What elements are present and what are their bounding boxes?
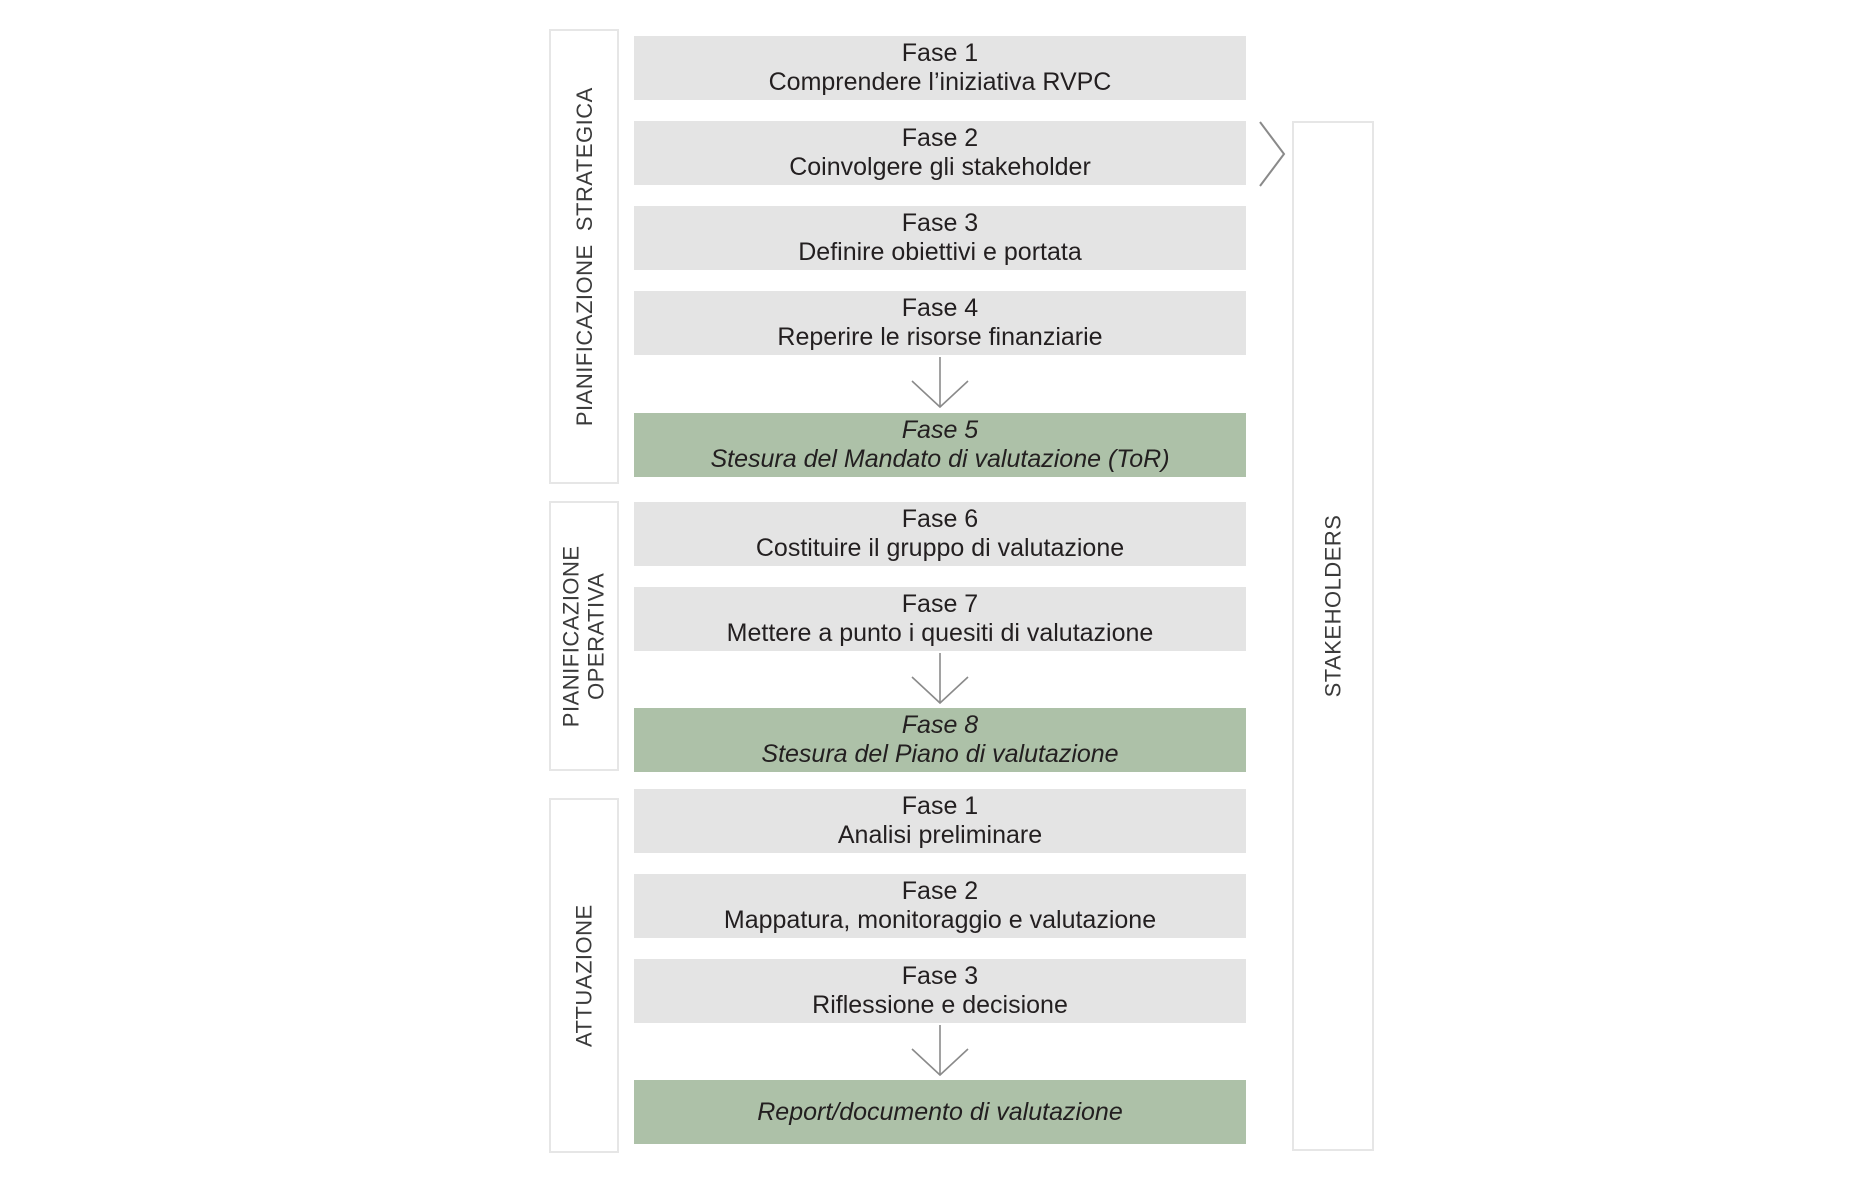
phase-title: Fase 2 (901, 877, 979, 905)
phase-description: Mettere a punto i quesiti di valutazione (726, 619, 1154, 647)
section-label-text: PIANIFICAZIONE OPERATIVA (558, 545, 610, 727)
section-label-attuazione: ATTUAZIONE (549, 798, 619, 1153)
phase-description: Reperire le risorse finanziarie (777, 323, 1103, 351)
down-arrow-icon-attuazione (900, 1025, 980, 1080)
phase-box-fase-1-strategica[interactable]: Fase 1 Comprendere l’iniziativa RVPC (634, 36, 1246, 100)
phase-title: Fase 4 (901, 294, 979, 322)
phase-title: Fase 2 (901, 124, 979, 152)
phase-description: Stesura del Mandato di valutazione (ToR) (710, 445, 1170, 473)
phase-description: Stesura del Piano di valutazione (761, 740, 1119, 768)
phase-description: Definire obiettivi e portata (798, 238, 1082, 266)
phase-description: Coinvolgere gli stakeholder (789, 153, 1091, 181)
phase-title: Fase 5 (901, 416, 979, 444)
phase-box-fase-2-attuazione[interactable]: Fase 2 Mappatura, monitoraggio e valutaz… (634, 874, 1246, 938)
phase-description: Riflessione e decisione (812, 991, 1068, 1019)
phase-title: Fase 7 (901, 590, 979, 618)
phase-description: Comprendere l’iniziativa RVPC (768, 68, 1112, 96)
section-label-pianificazione-strategica: PIANIFICAZIONE STRATEGICA (549, 29, 619, 484)
chevron-right-icon (1256, 118, 1290, 190)
phase-title: Fase 1 (901, 792, 979, 820)
stakeholders-label: STAKEHOLDERS (1320, 514, 1346, 698)
section-label-text: PIANIFICAZIONE STRATEGICA (571, 87, 597, 426)
phase-box-fase-5-tor[interactable]: Fase 5 Stesura del Mandato di valutazion… (634, 413, 1246, 477)
phase-box-fase-1-attuazione[interactable]: Fase 1 Analisi preliminare (634, 789, 1246, 853)
phase-box-fase-6-operativa[interactable]: Fase 6 Costituire il gruppo di valutazio… (634, 502, 1246, 566)
phase-box-fase-3-strategica[interactable]: Fase 3 Definire obiettivi e portata (634, 206, 1246, 270)
phase-description: Mappatura, monitoraggio e valutazione (723, 906, 1157, 934)
phase-title: Fase 6 (901, 505, 979, 533)
phase-title: Fase 8 (901, 711, 979, 739)
phase-box-fase-8-piano[interactable]: Fase 8 Stesura del Piano di valutazione (634, 708, 1246, 772)
phase-box-fase-2-strategica[interactable]: Fase 2 Coinvolgere gli stakeholder (634, 121, 1246, 185)
down-arrow-icon-operativa (900, 653, 980, 708)
phase-box-fase-7-operativa[interactable]: Fase 7 Mettere a punto i quesiti di valu… (634, 587, 1246, 651)
phase-title: Fase 3 (901, 962, 979, 990)
section-label-pianificazione-operativa: PIANIFICAZIONE OPERATIVA (549, 501, 619, 771)
phase-box-report-valutazione[interactable]: Report/documento di valutazione (634, 1080, 1246, 1144)
phase-description: Costituire il gruppo di valutazione (755, 534, 1125, 562)
stakeholders-column[interactable]: STAKEHOLDERS (1292, 121, 1374, 1151)
down-arrow-icon-strategica (900, 357, 980, 412)
phase-box-fase-3-attuazione[interactable]: Fase 3 Riflessione e decisione (634, 959, 1246, 1023)
phase-description: Report/documento di valutazione (757, 1097, 1123, 1126)
phase-title: Fase 3 (901, 209, 979, 237)
phase-box-fase-4-strategica[interactable]: Fase 4 Reperire le risorse finanziarie (634, 291, 1246, 355)
phase-description: Analisi preliminare (837, 821, 1043, 849)
section-label-text: ATTUAZIONE (571, 904, 597, 1047)
phase-title: Fase 1 (901, 39, 979, 67)
